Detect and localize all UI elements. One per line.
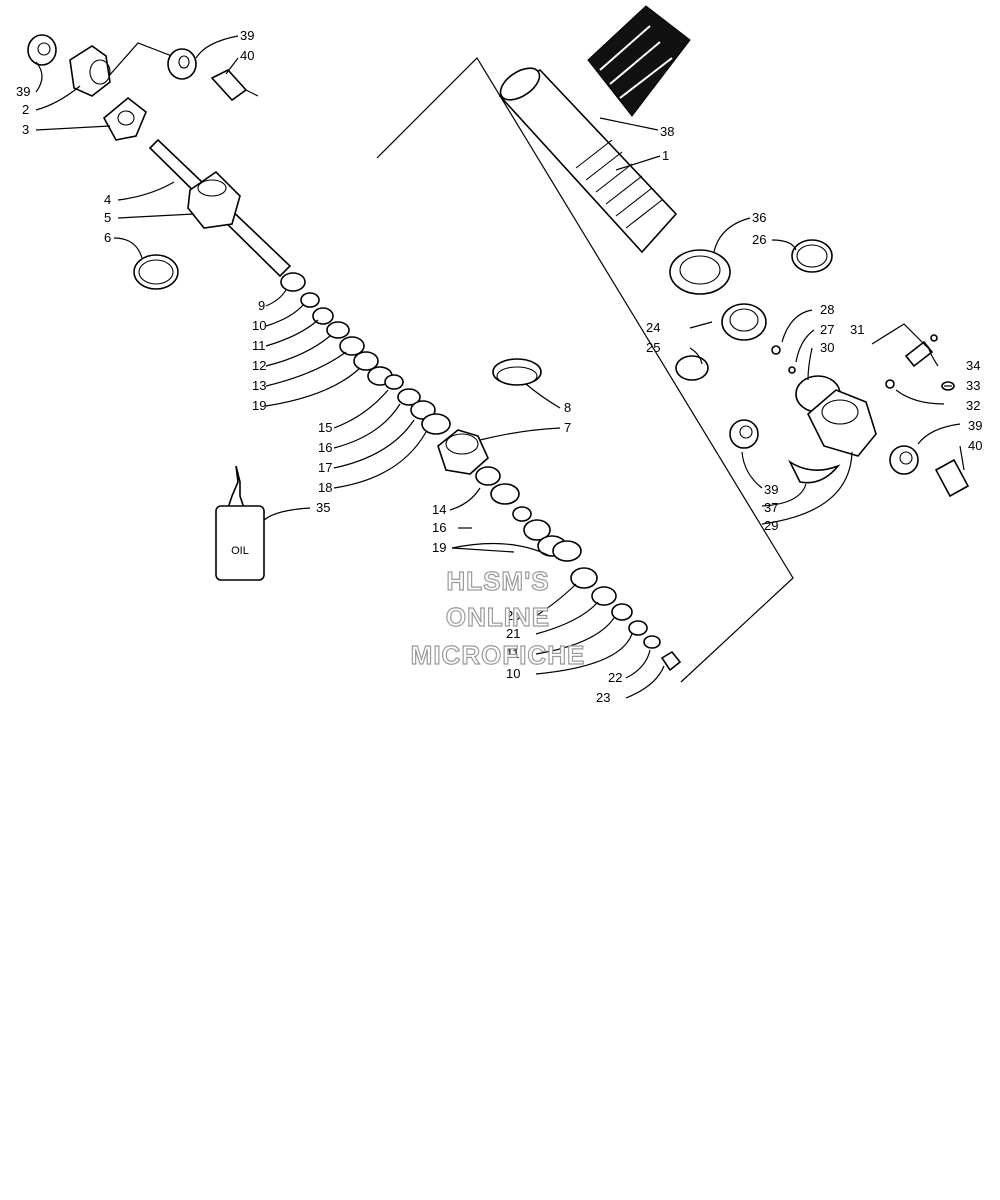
callout-3: 3 [22,122,29,137]
callout-11b: 11 [506,646,520,661]
callout-28: 28 [820,302,834,317]
callout-10a: 10 [252,318,266,333]
watermark-line-2: ONLINE [446,602,550,632]
callout-15: 15 [318,420,332,435]
watermark-line-1: HLSM'S [446,566,549,596]
callout-38: 38 [660,124,674,139]
bracket-31 [871,323,929,349]
callout-10b: 10 [506,666,520,681]
part-29-reservoir-cap [807,389,877,457]
assembly-bracket [376,57,794,683]
part-27-28-small-parts [771,345,796,374]
part-40-sleeve-top [210,69,259,102]
callout-23: 23 [596,690,610,705]
part-1-shock-body [498,67,678,254]
part-3-bumper [102,96,147,141]
callout-2: 2 [22,102,29,117]
callout-34: 34 [966,358,980,373]
part-39-bushing-lower-left [729,419,759,449]
callout-11a: 11 [252,338,266,353]
callout-24: 24 [646,320,660,335]
callout-13: 13 [252,378,266,393]
part-38-decal [587,5,691,117]
bracket-39-2 [99,42,178,87]
watermark: HLSM'S ONLINE MICROFICHE [410,565,586,670]
callout-17: 17 [318,460,332,475]
leader-lines [35,35,965,699]
callout-19b: 19 [432,540,446,555]
callout-8: 8 [564,400,571,415]
part-37-clip [787,459,841,484]
part-39-bushing-lower-right [889,445,919,475]
callout-5: 5 [104,210,111,225]
part-35-oil-bottle: OIL [215,465,265,581]
part-36-spring-collar [669,249,731,295]
callout-4: 4 [104,192,111,207]
callout-27: 27 [820,322,834,337]
callout-21: 21 [506,626,520,641]
callout-9: 9 [258,298,265,313]
part-39-bushing-left [27,34,57,66]
callout-7: 7 [564,420,571,435]
callout-22: 22 [608,670,622,685]
callout-12: 12 [252,358,266,373]
callout-25: 25 [646,340,660,355]
callout-33: 33 [966,378,980,393]
callout-labels: 39 2 3 39 40 4 5 6 9 10 11 12 13 19 15 1… [16,28,982,705]
callout-36: 36 [752,210,766,225]
shim-stack-lower [475,466,682,672]
part-31-valve-assembly [885,334,955,391]
callout-1: 1 [662,148,669,163]
part-40-sleeve-lower [934,458,970,498]
callout-37: 37 [764,500,778,515]
shim-stack-upper [280,272,451,435]
callout-40b: 40 [968,438,982,453]
callout-20: 20 [506,608,520,623]
part-39-bushing-top [167,48,197,80]
callout-29: 29 [764,518,778,533]
callout-39a: 39 [16,84,30,99]
part-5-seal-head [187,170,241,229]
watermark-line-3: MICROFICHE [411,640,586,670]
callout-26: 26 [752,232,766,247]
part-25-retaining-ring [675,355,709,381]
part-6-o-ring [133,254,179,290]
callout-31: 31 [850,322,864,337]
oil-label: OIL [231,545,249,557]
callout-39d: 39 [764,482,778,497]
callout-40a: 40 [240,48,254,63]
callout-16b: 16 [432,520,446,535]
callout-35: 35 [316,500,330,515]
part-24-bearing [721,303,767,341]
callout-6: 6 [104,230,111,245]
part-7-piston [437,429,489,475]
callout-16a: 16 [318,440,332,455]
callout-39c: 39 [968,418,982,433]
callout-39b: 39 [240,28,254,43]
callout-32: 32 [966,398,980,413]
part-2-eyelet [69,45,111,97]
callout-14: 14 [432,502,446,517]
part-26-o-ring [791,239,833,273]
callout-18: 18 [318,480,332,495]
callout-30: 30 [820,340,834,355]
callout-19a: 19 [252,398,266,413]
part-8-piston-ring [492,358,542,386]
